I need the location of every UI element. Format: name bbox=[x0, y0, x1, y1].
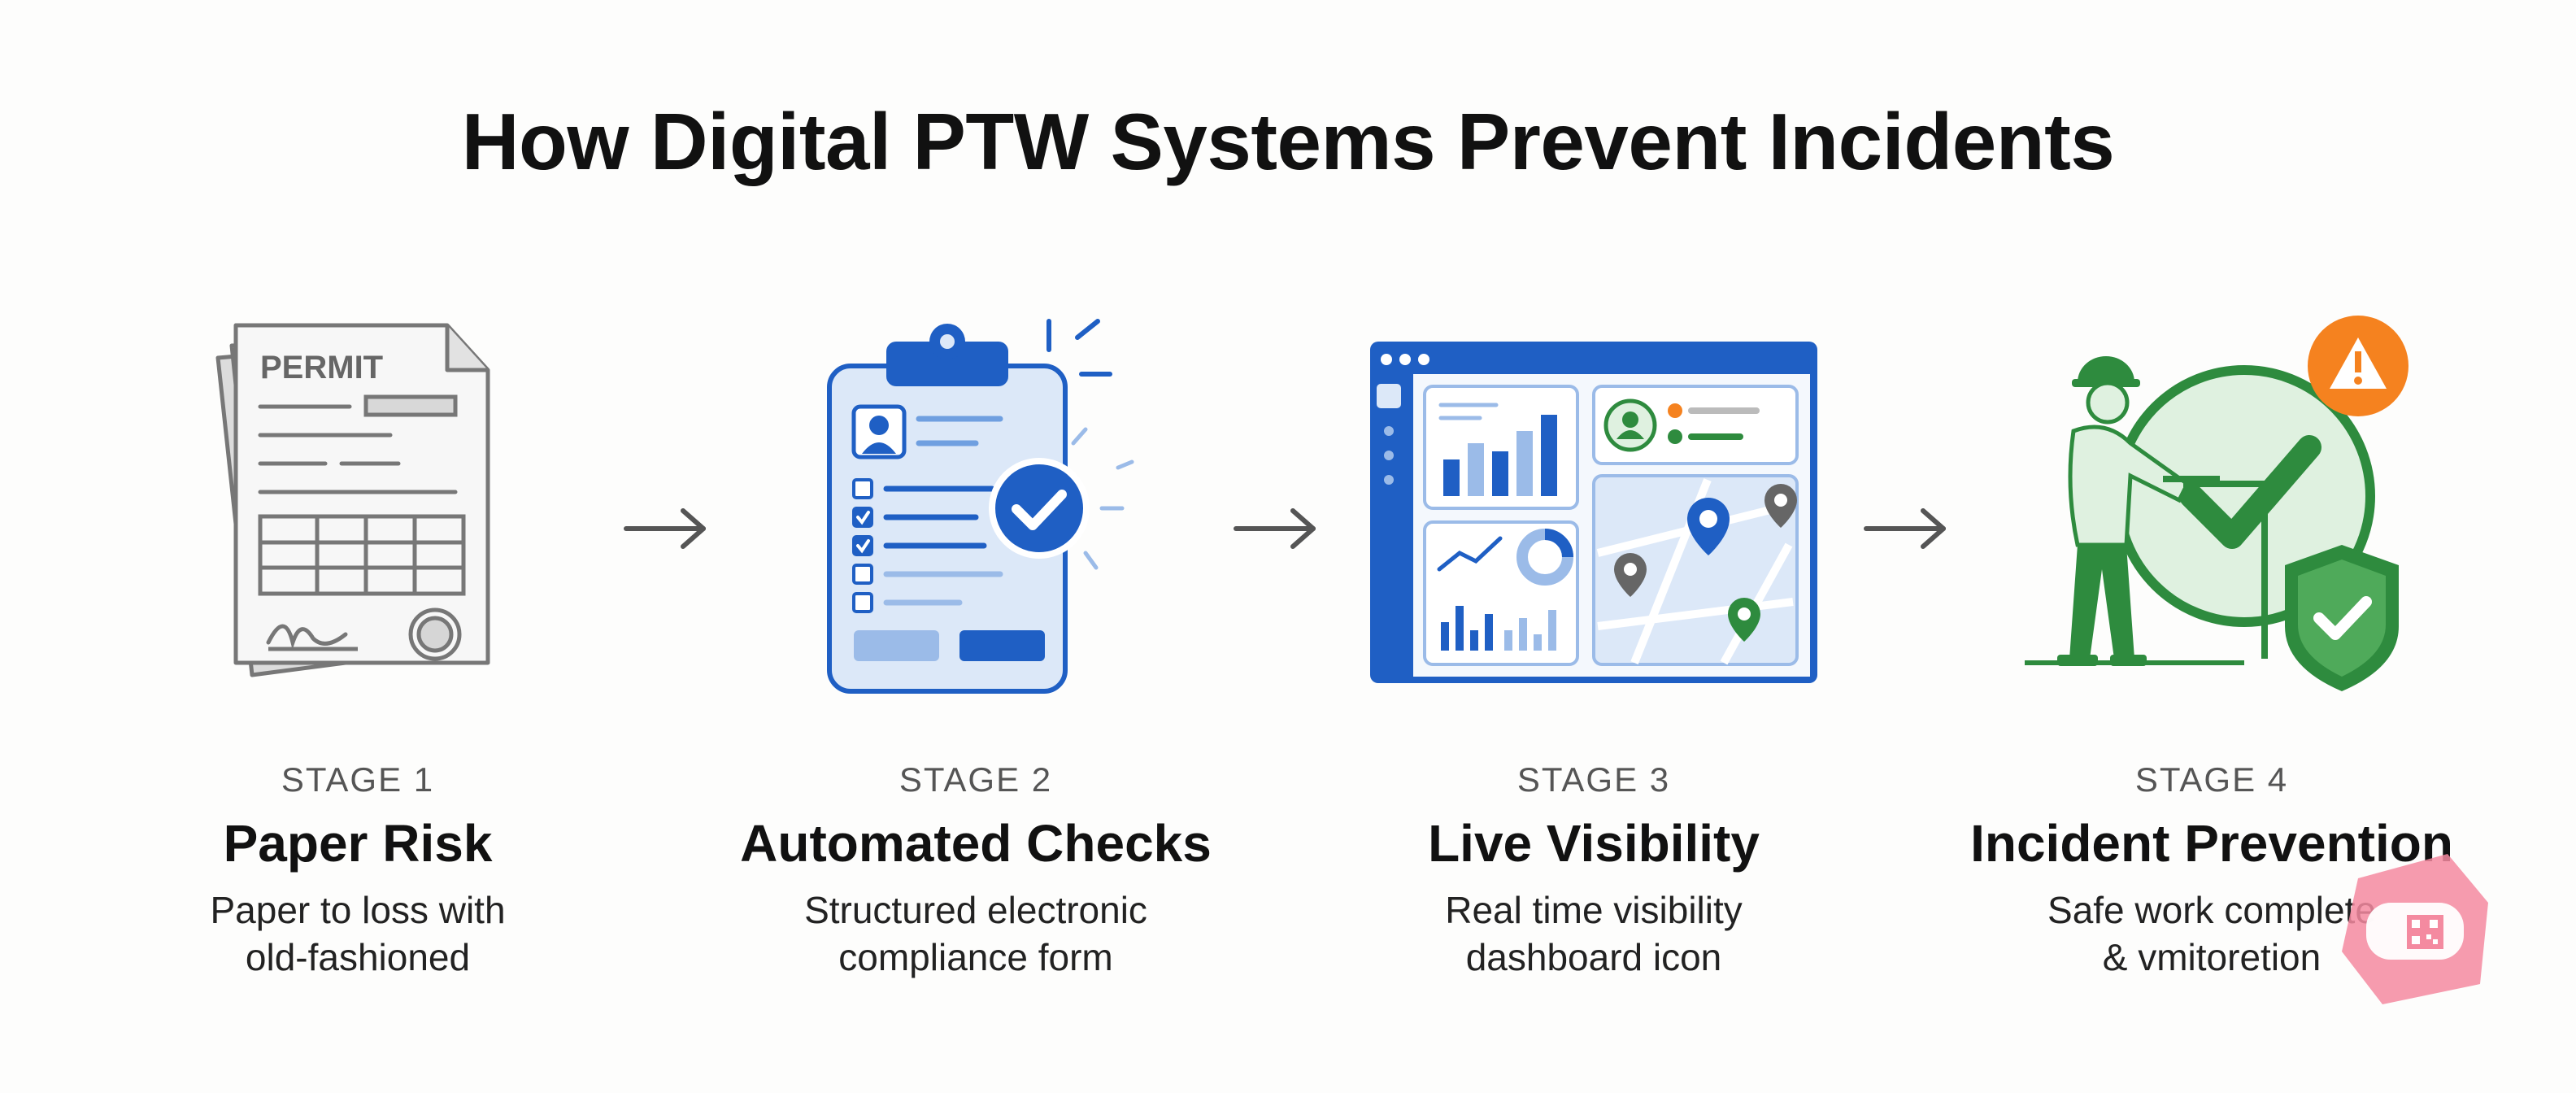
desc-line: Paper to loss with bbox=[210, 889, 506, 931]
stage-4: STAGE 4 Incident Prevention Safe work co… bbox=[1927, 309, 2496, 1008]
stage-1: PERMIT STAGE 1 P bbox=[73, 309, 642, 1008]
stage-number: STAGE 4 bbox=[2134, 760, 2289, 799]
desc-line: old-fashioned bbox=[245, 936, 471, 978]
arrow-right-icon bbox=[1862, 504, 1952, 557]
permit-label: PERMIT bbox=[260, 350, 383, 385]
stage-2: STAGE 2 Automated Checks Structured elec… bbox=[691, 309, 1260, 1008]
stage-name: Live Visibility bbox=[1428, 814, 1760, 873]
stage-number: STAGE 1 bbox=[281, 760, 435, 799]
page-title: How Digital PTW Systems Prevent Incident… bbox=[461, 97, 2115, 186]
stage-3: STAGE 3 Live Visibility Real time visibi… bbox=[1309, 309, 1878, 1008]
stage-number: STAGE 3 bbox=[1516, 760, 1671, 799]
stage-description: Real time visibility dashboard icon bbox=[1309, 886, 1878, 981]
stage-name: Incident Prevention bbox=[1970, 814, 2453, 873]
stage-description: Paper to loss with old-fashioned bbox=[73, 886, 642, 981]
desc-line: Safe work complete bbox=[2047, 889, 2376, 931]
stage-description: Structured electronic compliance form bbox=[691, 886, 1260, 981]
paper-permit-icon: PERMIT bbox=[203, 309, 512, 703]
stage-description: Safe work complete & vmitoretion bbox=[1927, 886, 2496, 981]
dashboard-map-icon bbox=[1366, 309, 1821, 703]
stage-name: Paper Risk bbox=[223, 814, 493, 873]
stage-name: Automated Checks bbox=[740, 814, 1212, 873]
digital-checklist-icon bbox=[797, 309, 1155, 703]
desc-line: compliance form bbox=[838, 936, 1113, 978]
desc-line: Real time visibility bbox=[1445, 889, 1743, 931]
watermark-logo-icon bbox=[2326, 846, 2504, 1012]
worker-safety-icon bbox=[2000, 309, 2423, 703]
desc-line: & vmitoretion bbox=[2102, 936, 2321, 978]
arrow-right-icon bbox=[622, 504, 711, 557]
arrow-right-icon bbox=[1232, 504, 1321, 557]
stage-number: STAGE 2 bbox=[899, 760, 1053, 799]
desc-line: dashboard icon bbox=[1465, 936, 1722, 978]
desc-line: Structured electronic bbox=[804, 889, 1147, 931]
